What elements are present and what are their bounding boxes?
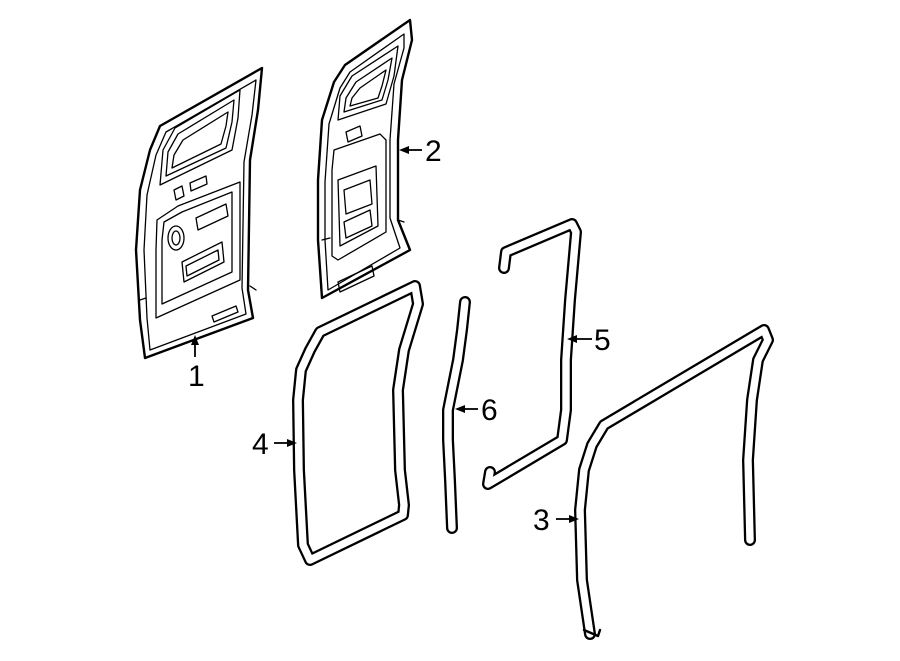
arrow-3 [569, 515, 579, 523]
callout-3: 3 [533, 504, 550, 537]
part-1-door-panel [134, 66, 264, 360]
part-3-body-seal [574, 324, 774, 640]
part-4-weatherstrip-seal [292, 280, 424, 566]
callout-leaders [191, 146, 592, 523]
callout-6: 6 [481, 394, 498, 427]
callout-5: 5 [594, 324, 611, 357]
arrow-2 [399, 146, 409, 154]
arrow-6 [455, 405, 465, 413]
callout-2: 2 [425, 135, 442, 168]
arrow-1 [191, 335, 199, 345]
arrow-4 [287, 439, 297, 447]
part-2-door-inner-panel [316, 18, 414, 300]
arrow-5 [567, 335, 577, 343]
part-5-shaped-seal [482, 218, 582, 490]
part-6-seal-strip [442, 296, 471, 534]
callout-labels: 1 2 3 4 5 6 [188, 135, 611, 537]
callout-1: 1 [188, 360, 205, 393]
callout-4: 4 [252, 428, 269, 461]
